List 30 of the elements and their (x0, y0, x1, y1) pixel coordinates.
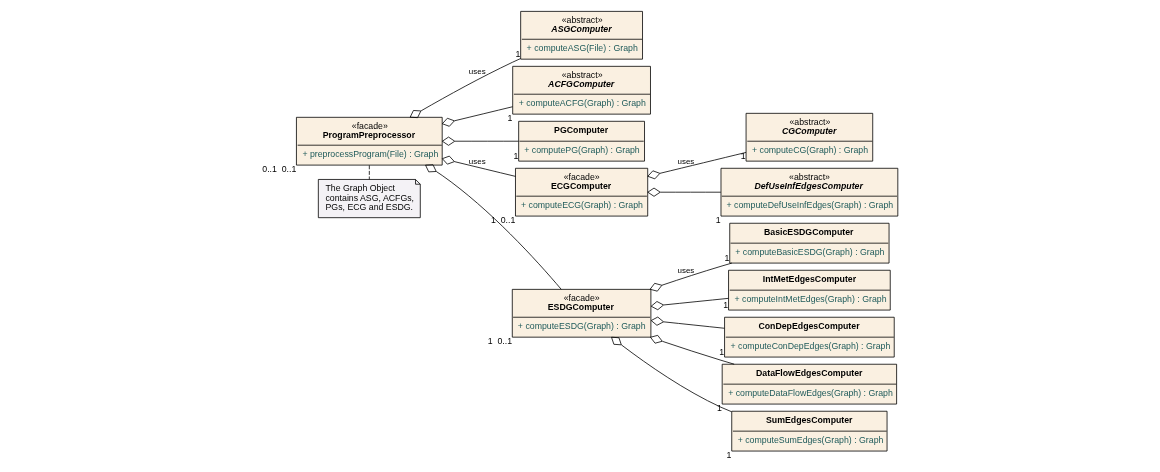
node-label: 1 (726, 450, 732, 461)
connector (647, 152, 747, 180)
node-label: 1 (715, 215, 721, 226)
node-label: 1 (513, 150, 519, 161)
node-label: 1 (515, 48, 521, 59)
node-label: 1 (723, 299, 729, 310)
connector (649, 262, 733, 292)
edge-label: uses (468, 156, 486, 166)
connector (425, 164, 562, 290)
node-label: 1 (724, 252, 730, 263)
connector (650, 334, 735, 365)
connector (650, 316, 725, 329)
edge-label: uses (468, 67, 486, 77)
connector (441, 106, 513, 127)
connector (368, 164, 370, 180)
edge-label: uses (677, 157, 695, 167)
connector (441, 136, 519, 146)
node-label: 0..1 0..1 (262, 164, 297, 175)
node-label: 1 (716, 403, 722, 414)
connector (441, 155, 516, 177)
connector (647, 187, 722, 197)
connector (409, 58, 521, 119)
node-label: 1 0..1 (490, 215, 516, 226)
node-label: 1 (507, 113, 513, 124)
connector (611, 336, 732, 413)
node-label: 1 (740, 150, 746, 161)
edge-label: uses (677, 265, 695, 275)
node-label: 1 0..1 (487, 336, 513, 347)
connector (650, 297, 729, 311)
node-label: 1 (719, 346, 725, 357)
